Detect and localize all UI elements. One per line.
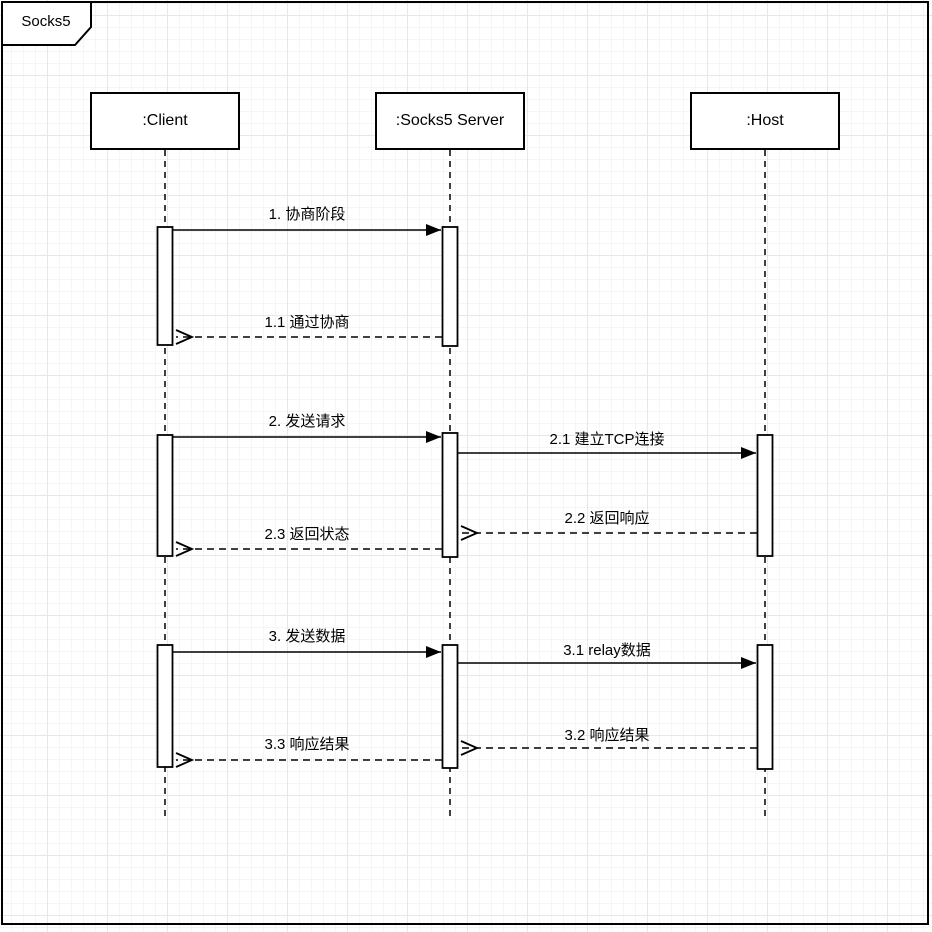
message-label-2-1: 2.1 建立TCP连接 [549,431,665,448]
actor-label-server: :Socks5 Server [395,112,505,129]
message-label-1: 1. 协商阶段 [268,206,346,223]
actor-label-host: :Host [746,112,784,129]
actor-box-host: :Host [690,92,840,150]
frame-tab-shape [1,1,92,46]
actor-label-client: :Client [142,112,188,129]
message-label-2-2: 2.2 返回响应 [564,510,650,527]
actor-box-client: :Client [90,92,240,150]
message-label-3: 3. 发送数据 [268,628,346,645]
message-label-2: 2. 发送请求 [268,413,346,430]
message-label-3-1: 3.1 relay数据 [563,642,651,659]
actor-box-server: :Socks5 Server [375,92,525,150]
message-label-3-3: 3.3 响应结果 [264,736,350,753]
message-label-3-2: 3.2 响应结果 [564,727,650,744]
frame-title: Socks5 [21,13,71,30]
message-label-2-3: 2.3 返回状态 [264,526,350,543]
message-label-1-1: 1.1 通过协商 [264,314,350,331]
frame-title-tab [1,1,92,46]
